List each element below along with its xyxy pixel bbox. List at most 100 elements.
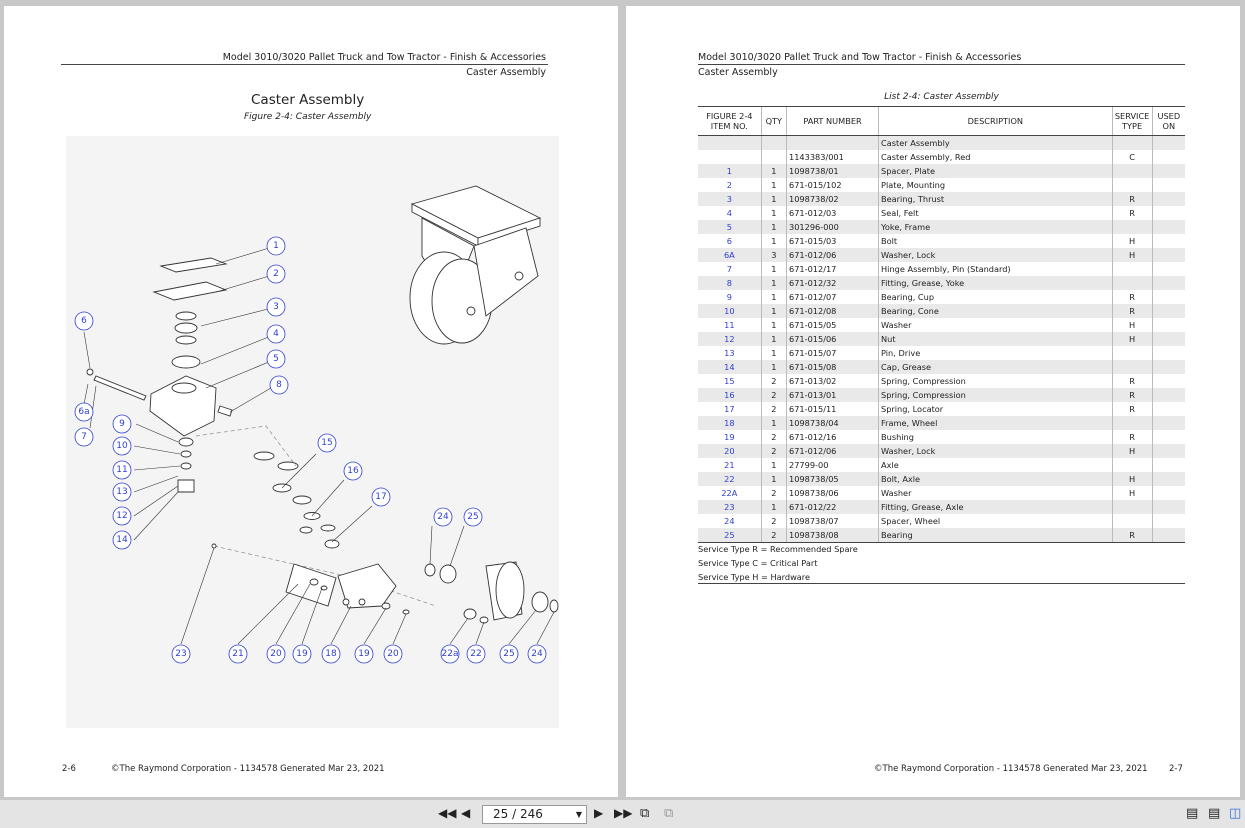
cell-item[interactable]: 23 [724, 502, 735, 512]
cell-item[interactable]: 17 [724, 404, 735, 414]
cell-desc: Spring, Compression [878, 374, 1113, 388]
cell-item[interactable]: 11 [724, 320, 735, 330]
cell-item[interactable]: 16 [724, 390, 735, 400]
cell-qty: 2 [760, 374, 787, 388]
cell-part: 671-015/05 [785, 318, 879, 332]
footer-page-number: 2-7 [1169, 764, 1183, 774]
cell-item[interactable]: 24 [724, 516, 735, 526]
cell-qty [760, 150, 787, 164]
cell-desc: Washer, Lock [878, 444, 1113, 458]
svg-text:21: 21 [232, 649, 243, 659]
cell-qty: 2 [760, 430, 787, 444]
cell-item[interactable]: 18 [724, 418, 735, 428]
cell-item[interactable]: 7 [726, 264, 732, 274]
cell-item[interactable]: 8 [726, 278, 732, 288]
cell-desc: Washer, Lock [878, 248, 1113, 262]
cell-desc: Nut [878, 332, 1113, 346]
svg-text:18: 18 [325, 649, 337, 659]
left-page: Model 3010/3020 Pallet Truck and Tow Tra… [4, 6, 618, 797]
prev-page-icon[interactable]: ◀ [461, 806, 471, 820]
cell-item[interactable]: 4 [726, 208, 732, 218]
cell-used [1151, 276, 1185, 290]
callout-17: 17 [371, 487, 391, 507]
callout-11: 11 [112, 460, 132, 480]
cell-item[interactable]: 1 [726, 166, 732, 176]
svg-text:3: 3 [273, 302, 279, 312]
assembled-caster-drawing [409, 185, 542, 345]
callout-5: 5 [266, 349, 286, 369]
first-page-icon[interactable]: ◀◀ [438, 806, 457, 820]
cell-desc: Caster Assembly [878, 135, 1113, 150]
cell-item[interactable]: 14 [724, 362, 735, 372]
cell-used [1151, 332, 1185, 346]
col-used-on: USED ON [1151, 106, 1185, 136]
callout-1: 1 [266, 236, 286, 256]
page-number-input[interactable]: 25 / 246 ▼ [482, 805, 587, 824]
next-page-icon[interactable]: ▶ [594, 806, 604, 820]
cell-part: 301296-000 [785, 220, 879, 234]
cell-item[interactable]: 13 [724, 348, 735, 358]
col-service-type: SERVICE TYPE [1111, 106, 1153, 136]
single-page-view-icon[interactable]: ▤ [1186, 806, 1199, 821]
cell-item[interactable]: 9 [726, 292, 732, 302]
cell-item[interactable]: 6 [726, 236, 732, 246]
cell-item[interactable]: 20 [724, 446, 735, 456]
cell-desc: Plate, Mounting [878, 178, 1113, 192]
cell-qty: 2 [760, 528, 787, 543]
two-page-view-icon[interactable]: ◫ [1229, 806, 1242, 821]
cell-svc [1111, 458, 1153, 472]
cell-svc [1111, 178, 1153, 192]
svg-text:22: 22 [470, 649, 481, 659]
cell-item[interactable]: 22 [724, 474, 735, 484]
cell-used [1151, 220, 1185, 234]
cell-desc: Bearing, Thrust [878, 192, 1113, 206]
cell-svc: H [1111, 472, 1153, 486]
svg-text:16: 16 [347, 466, 359, 476]
cell-used [1151, 164, 1185, 178]
svg-text:13: 13 [116, 487, 127, 497]
cell-item[interactable]: 3 [726, 194, 732, 204]
continuous-view-icon[interactable]: ▤ [1208, 806, 1221, 821]
rotate-icon[interactable]: ⧉ [640, 806, 650, 821]
cell-item[interactable]: 22A [721, 488, 738, 498]
cell-used [1151, 178, 1185, 192]
last-page-icon[interactable]: ▶▶ [614, 806, 633, 820]
callout-19b: 19 [354, 644, 374, 664]
cell-item [698, 150, 761, 164]
cell-svc: C [1111, 150, 1153, 164]
callout-23: 23 [171, 644, 191, 664]
cell-qty: 1 [760, 458, 787, 472]
cell-item[interactable]: 6A [723, 250, 735, 260]
cell-desc: Bearing, Cup [878, 290, 1113, 304]
cell-item[interactable]: 2 [726, 180, 732, 190]
cell-used [1151, 262, 1185, 276]
cell-qty: 1 [760, 164, 787, 178]
fit-page-icon[interactable]: ⧉ [664, 806, 674, 821]
chevron-down-icon[interactable]: ▼ [575, 810, 582, 819]
right-page: Model 3010/3020 Pallet Truck and Tow Tra… [626, 6, 1240, 797]
cell-item[interactable]: 5 [726, 222, 732, 232]
cell-qty: 1 [760, 262, 787, 276]
svg-text:10: 10 [116, 441, 128, 451]
cell-item[interactable]: 25 [698, 528, 762, 543]
cell-part: 671-015/102 [785, 178, 879, 192]
cell-item[interactable]: 15 [724, 376, 735, 386]
cell-part: 671-015/11 [785, 402, 879, 416]
service-type-notes: Service Type R = Recommended Spare Servi… [698, 542, 1185, 584]
cell-item[interactable]: 21 [724, 460, 735, 470]
cell-item[interactable]: 19 [724, 432, 735, 442]
cell-item[interactable]: 10 [724, 306, 735, 316]
page-indicator: 25 / 246 [493, 807, 543, 821]
cell-item[interactable]: 12 [724, 334, 735, 344]
cell-used [1151, 150, 1185, 164]
cell-part: 671-015/06 [785, 332, 879, 346]
cell-svc [1111, 220, 1153, 234]
cell-part: 671-013/01 [785, 388, 879, 402]
